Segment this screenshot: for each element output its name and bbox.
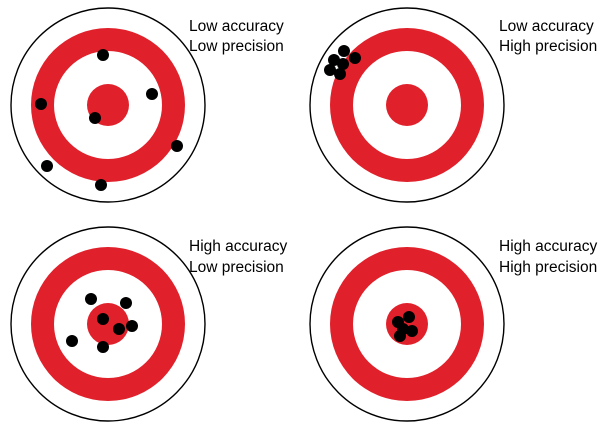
shot-hole xyxy=(120,297,132,309)
shot-hole xyxy=(328,54,340,66)
panel-label-line-1: Low accuracy xyxy=(189,18,284,35)
panel-label-line-2: High precision xyxy=(499,259,597,276)
panel-label-line-1: Low accuracy xyxy=(499,18,594,35)
shot-hole xyxy=(113,323,125,335)
panel-label-line-2: Low precision xyxy=(189,259,284,276)
panel-low-accuracy-low-precision: Low accuracy Low precision xyxy=(10,7,284,203)
target xyxy=(309,7,505,203)
shot-hole xyxy=(97,341,109,353)
shot-hole xyxy=(146,88,158,100)
shot-group xyxy=(35,49,183,191)
target xyxy=(309,226,505,422)
shot-hole xyxy=(126,320,138,332)
shot-hole xyxy=(406,325,418,337)
panel-label-line-2: Low precision xyxy=(189,38,284,55)
panel-label-line-1: High accuracy xyxy=(499,238,597,255)
shot-hole xyxy=(85,293,97,305)
shot-hole xyxy=(97,49,109,61)
shot-hole xyxy=(97,313,109,325)
shot-group xyxy=(324,45,361,80)
target-bullseye xyxy=(386,303,428,345)
shot-group xyxy=(66,293,138,353)
shot-hole xyxy=(337,58,349,70)
shot-hole xyxy=(338,45,350,57)
shot-hole xyxy=(35,98,47,110)
shot-hole xyxy=(324,64,336,76)
panel-label-line-2: High precision xyxy=(499,38,597,55)
shot-hole xyxy=(41,160,53,172)
target-bullseye xyxy=(386,84,428,126)
shot-hole xyxy=(89,112,101,124)
shot-hole xyxy=(171,140,183,152)
shot-hole xyxy=(394,330,406,342)
target xyxy=(10,226,206,422)
panel-high-accuracy-high-precision: High accuracy High precision xyxy=(309,226,597,422)
target xyxy=(10,7,206,203)
shot-hole xyxy=(349,52,361,64)
shot-hole xyxy=(66,335,78,347)
panel-high-accuracy-low-precision: High accuracy Low precision xyxy=(10,226,287,422)
target-bullseye xyxy=(87,303,129,345)
shot-hole xyxy=(403,311,415,323)
shot-group xyxy=(392,311,418,342)
panel-label-line-1: High accuracy xyxy=(189,238,287,255)
panel-low-accuracy-high-precision: Low accuracy High precision xyxy=(309,7,597,203)
shot-hole xyxy=(95,179,107,191)
shot-hole xyxy=(334,68,346,80)
